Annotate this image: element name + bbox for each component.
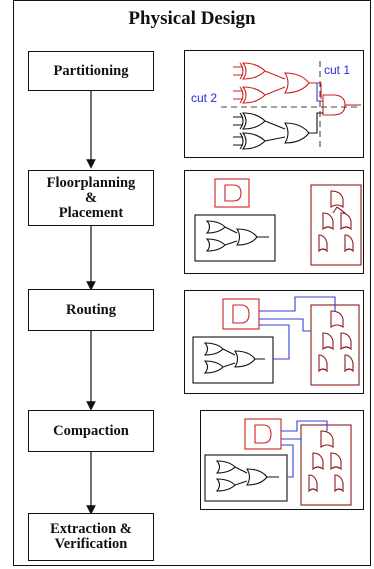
black-gate-group	[233, 112, 323, 150]
routing-circuit	[192, 296, 360, 386]
routing-wires	[259, 296, 336, 360]
red-block	[244, 418, 282, 450]
black-block	[194, 214, 276, 262]
compaction-circuit	[204, 418, 352, 506]
dark-red-block	[310, 184, 362, 266]
red-block	[222, 298, 260, 330]
cut-2-label: cut 2	[191, 91, 218, 105]
routing-wires	[281, 420, 328, 478]
dark-red-block	[300, 424, 352, 506]
red-block	[214, 178, 250, 208]
diagram-title: Physical Design	[128, 8, 256, 29]
dark-red-block	[310, 304, 360, 386]
step-floorplanning-placement: Floorplanning & Placement	[28, 170, 154, 226]
routing-panel	[184, 290, 364, 394]
black-block	[204, 454, 288, 502]
red-gate-group	[233, 62, 361, 116]
step-compaction: Compaction	[28, 410, 154, 452]
placement-panel	[184, 170, 364, 274]
step-routing: Routing	[28, 289, 154, 331]
partitioning-circuit	[221, 61, 361, 151]
step-partitioning: Partitioning	[28, 51, 154, 91]
black-block	[192, 336, 274, 384]
partitioning-panel: cut 1 cut 2	[184, 50, 364, 158]
cut-1-label: cut 1	[324, 63, 351, 77]
placement-circuit	[194, 178, 362, 266]
compaction-panel	[200, 410, 364, 510]
step-extraction-verification: Extraction & Verification	[28, 513, 154, 561]
diagram-frame	[13, 0, 371, 566]
